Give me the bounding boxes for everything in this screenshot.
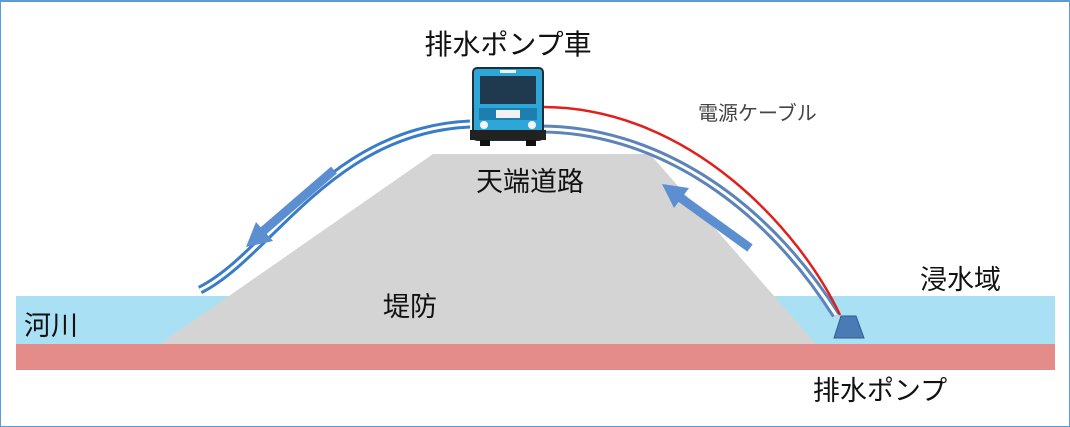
ground-strip [16,344,1055,370]
pump-truck-icon [470,67,546,146]
flow-arrow-right [662,184,753,252]
pump-truck-label: 排水ポンプ車 [424,28,591,61]
levee-shape [160,154,816,344]
drain-pump-icon [833,315,865,339]
flow-arrow-left [246,166,337,247]
flooded-water [760,296,1055,344]
crest-road-label: 天端道路 [476,167,584,198]
flooded-area-label: 浸水域 [920,265,1001,296]
power-cable [543,105,842,316]
river-label: 河川 [24,311,78,342]
suction-hose [539,124,840,318]
power-cable-label: 電源ケーブル [698,101,817,125]
levee-label: 堤防 [383,292,437,323]
drain-pump-label: 排水ポンプ [813,376,947,407]
